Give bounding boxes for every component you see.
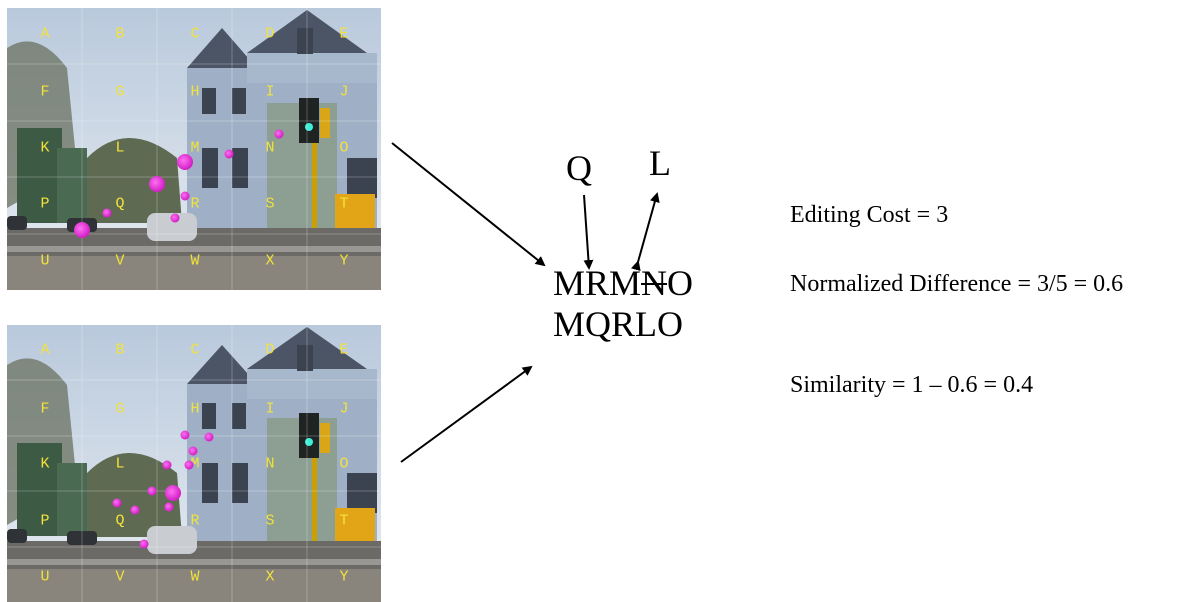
street-scene-image xyxy=(7,325,381,602)
inserted-letter: Q xyxy=(566,148,592,188)
fixation-point xyxy=(165,485,181,501)
arrow-bottom-to-sequence xyxy=(400,365,533,463)
scanpath-sequence-a: MRMNO xyxy=(553,264,693,302)
fixation-point xyxy=(180,191,190,201)
fixation-point xyxy=(180,430,190,440)
fixation-point xyxy=(184,460,194,470)
fixation-point xyxy=(204,432,214,442)
fixation-point xyxy=(274,129,284,139)
editing-cost-text: Editing Cost = 3 xyxy=(790,202,949,228)
scanpath-sequence-b: MQRLO xyxy=(553,304,684,344)
fixation-point xyxy=(149,176,165,192)
fixation-point xyxy=(170,213,180,223)
fixation-point xyxy=(112,498,122,508)
sequence-a-prefix: MRM xyxy=(553,263,642,303)
fixation-point xyxy=(224,149,234,159)
street-photo-viewer-a: A B C D E F G H I J K L M N O P Q R S T … xyxy=(7,8,381,290)
fixation-point xyxy=(130,505,140,515)
similarity-text: Similarity = 1 – 0.6 = 0.4 xyxy=(790,372,1034,398)
fixation-point xyxy=(74,222,90,238)
fixation-point xyxy=(164,502,174,512)
fixation-point xyxy=(147,486,157,496)
street-photo-viewer-b: A B C D E F G H I J K L M N O P Q R S T … xyxy=(7,325,381,602)
fixation-point xyxy=(162,460,172,470)
fixation-point xyxy=(139,539,149,549)
arrow-insert-q xyxy=(583,194,594,270)
fixation-point xyxy=(177,154,193,170)
sequence-a-deleted-letter: N xyxy=(641,263,668,303)
arrow-substitute-l xyxy=(631,192,660,272)
fixation-point xyxy=(188,446,198,456)
arrow-top-to-sequence xyxy=(391,142,546,267)
normalized-difference-text: Normalized Difference = 3/5 = 0.6 xyxy=(790,271,1124,297)
sequence-a-suffix: O xyxy=(667,263,694,303)
street-scene-image xyxy=(7,8,381,290)
substituted-letter: L xyxy=(649,143,671,183)
fixation-point xyxy=(102,208,112,218)
